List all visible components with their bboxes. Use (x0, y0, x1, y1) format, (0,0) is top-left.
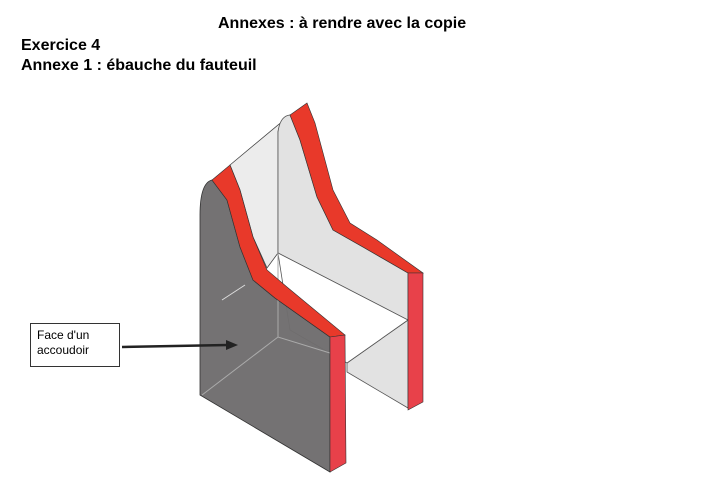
exercise-heading: Exercice 4 (21, 37, 101, 54)
callout-arrow (121, 343, 229, 349)
annex-heading: Annexe 1 : ébauche du fauteuil (21, 57, 257, 74)
callout-line-2: accoudoir (37, 343, 90, 357)
arrow-head-icon (226, 340, 238, 350)
page-title: Annexes : à rendre avec la copie (218, 15, 467, 32)
left-armrest-front (329, 334, 347, 473)
callout-line-1: Face d'un (37, 328, 90, 342)
callout-box: Face d'un accoudoir (30, 323, 120, 367)
right-armrest-front (407, 272, 424, 411)
